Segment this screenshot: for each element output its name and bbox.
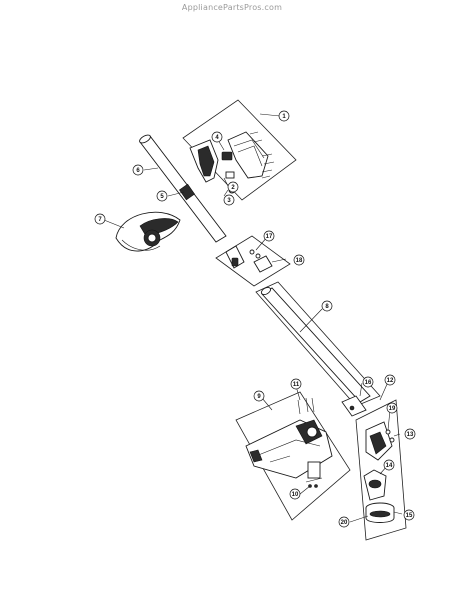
callout-9: 9 (253, 390, 265, 402)
callout-5: 5 (156, 190, 168, 202)
callout-13-label: 13 (407, 432, 414, 438)
callout-12: 12 (384, 374, 396, 386)
callout-6-label: 6 (136, 168, 140, 174)
callout-8-label: 8 (325, 304, 329, 310)
callout-12-label: 12 (387, 378, 394, 384)
callout-16-label: 16 (365, 380, 372, 386)
watermark-text: AppliancePartsPros.com (181, 3, 283, 12)
callout-3: 3 (223, 194, 235, 206)
handle-grip-dark (197, 145, 215, 177)
spool-head-outline (355, 399, 407, 541)
handle-assembly-outline (182, 99, 297, 201)
callout-4: 4 (211, 131, 223, 143)
callout-14-label: 14 (386, 463, 393, 469)
brush-parts (305, 461, 323, 488)
callout-1-label: 1 (282, 114, 286, 120)
coupler-parts (225, 245, 273, 273)
callout-2-label: 2 (231, 185, 235, 191)
callout-4-label: 4 (215, 135, 219, 141)
callout-14: 14 (383, 459, 395, 471)
callout-15-label: 15 (406, 513, 413, 519)
callout-8: 8 (321, 300, 333, 312)
debris-guard (115, 211, 181, 252)
switch-trigger (221, 151, 233, 161)
callout-15: 15 (403, 509, 415, 521)
callout-18: 18 (293, 254, 305, 266)
switch-body (225, 171, 235, 179)
callout-7-label: 7 (98, 217, 102, 223)
callout-10: 10 (289, 488, 301, 500)
housing-screws (297, 397, 315, 415)
lower-shaft (260, 286, 371, 417)
spool-head-parts (363, 421, 395, 523)
leader-lines (103, 113, 403, 523)
callout-10-label: 10 (292, 492, 299, 498)
callout-20-label: 20 (341, 520, 348, 526)
motor-housing-outline (235, 391, 351, 521)
handle-half-right (227, 131, 269, 179)
callout-11: 11 (290, 378, 302, 390)
callout-18-label: 18 (296, 258, 303, 264)
callout-5-label: 5 (160, 194, 164, 200)
callout-6: 6 (132, 164, 144, 176)
callout-2: 2 (227, 181, 239, 193)
callout-3-label: 3 (227, 198, 231, 204)
upper-shaft (139, 134, 227, 243)
lower-shaft-outline (255, 281, 381, 407)
callout-9-label: 9 (257, 394, 261, 400)
callout-13: 13 (404, 428, 416, 440)
handle-screws (249, 131, 275, 179)
callout-19: 19 (386, 402, 398, 414)
callout-19-label: 19 (389, 406, 396, 412)
callout-11-label: 11 (293, 382, 300, 388)
callout-17-label: 17 (266, 234, 273, 240)
callout-16: 16 (362, 376, 374, 388)
callout-1: 1 (278, 110, 290, 122)
callout-20: 20 (338, 516, 350, 528)
coupler-assembly-outline (215, 235, 291, 287)
callout-7: 7 (94, 213, 106, 225)
callout-17: 17 (263, 230, 275, 242)
